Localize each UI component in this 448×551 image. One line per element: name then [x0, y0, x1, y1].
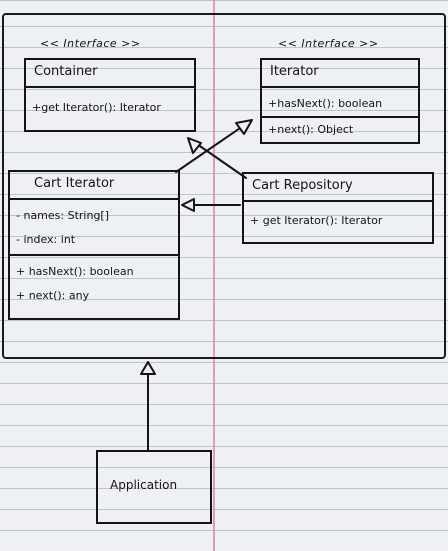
arrow-cartrepository-to-container — [193, 141, 247, 179]
class-cart-iterator[interactable]: Cart Iterator - names: String[] - index:… — [8, 170, 180, 320]
class-cart-iterator-name: Cart Iterator — [34, 176, 115, 191]
margin-line — [213, 0, 215, 551]
class-iterator-method-hasnext: +hasNext(): boolean — [262, 86, 418, 116]
class-iterator-method-next: +next(): Object — [262, 116, 418, 138]
arrowhead-iterator — [235, 119, 253, 135]
class-cart-iterator-method-next: + next(): any — [16, 289, 90, 302]
arrowhead-container — [187, 137, 202, 154]
class-cart-iterator-method-hasnext: + hasNext(): boolean — [10, 254, 178, 284]
class-container[interactable]: Container +get Iterator(): Iterator — [24, 58, 196, 132]
stereotype-iterator: << Interface >> — [278, 37, 379, 50]
class-application[interactable]: Application — [96, 450, 212, 524]
class-cart-iterator-attr-index: - index: int — [16, 233, 76, 246]
arrowhead-cartiterator — [181, 198, 195, 212]
arrowhead-package — [140, 361, 156, 375]
package-frame — [2, 13, 446, 359]
class-application-name: Application — [110, 478, 178, 492]
class-cart-repository-method: + get Iterator(): Iterator — [244, 200, 432, 242]
arrow-cartiterator-to-iterator — [175, 123, 247, 173]
stereotype-container: << Interface >> — [40, 37, 141, 50]
class-iterator[interactable]: Iterator +hasNext(): boolean +next(): Ob… — [260, 58, 420, 144]
class-container-name: Container — [34, 64, 98, 79]
class-iterator-name: Iterator — [270, 64, 319, 79]
class-cart-repository[interactable]: Cart Repository + get Iterator(): Iterat… — [242, 172, 434, 244]
class-cart-iterator-attr-names: - names: String[] — [10, 198, 178, 228]
class-container-method: +get Iterator(): Iterator — [26, 86, 194, 130]
class-cart-repository-name: Cart Repository — [252, 178, 353, 193]
